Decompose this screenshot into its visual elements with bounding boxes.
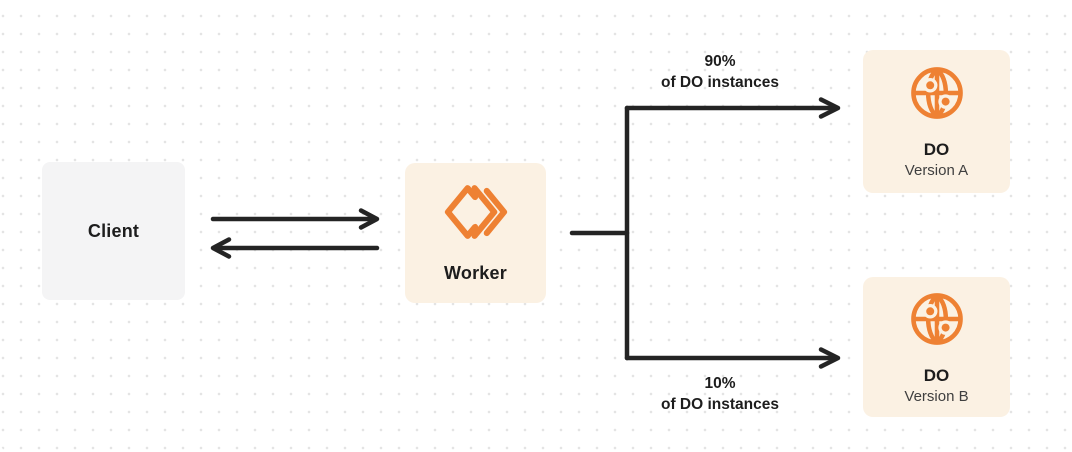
branch-to-version-a-arrowhead [818,97,841,119]
edge-label-90-percent-caption: of DO instances [661,74,779,91]
do-version-b-title: DO [923,365,950,385]
do-version-a-subtitle: Version A [904,162,969,179]
client-label: Client [87,220,140,241]
edge-label-10-percent-value: 10% [704,375,736,392]
durable-object-globe-icon [908,290,966,348]
worker-to-client-arrowhead [210,237,232,259]
edge-label-10-percent-caption: of DO instances [661,396,779,413]
do-version-b-subtitle: Version B [904,387,969,405]
do-version-a-title: DO [923,140,950,159]
edge-label-90-percent-value: 90% [704,53,736,70]
client-to-worker-arrowhead [358,208,380,230]
edge-label-90-percent: 90% of DO instances [600,51,840,93]
worker-label: Worker [444,262,507,283]
workers-icon [443,183,509,241]
edge-label-10-percent: 10% of DO instances [600,373,840,415]
branch-to-version-b-arrowhead [818,347,841,369]
client-node: Client [42,162,185,300]
worker-node: Worker [405,163,546,303]
durable-object-globe-icon [908,64,966,122]
do-version-b-node: DO Version B [863,277,1010,417]
do-version-a-node: DO Version A [863,50,1010,193]
